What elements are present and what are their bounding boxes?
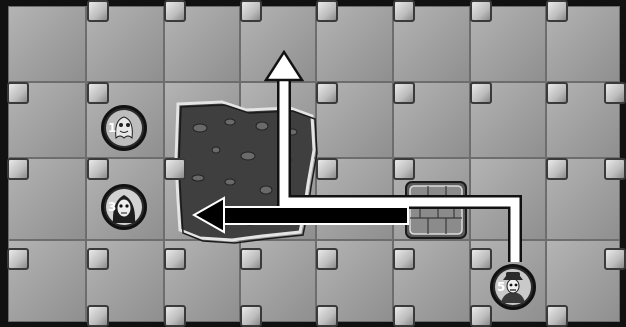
token-number: 1 [108,121,116,135]
character-token-5[interactable]: 5 [490,264,536,310]
token-number: 5 [497,280,505,294]
character-token-3[interactable]: 3 [101,184,147,230]
character-token-1[interactable]: 1 [101,105,147,151]
token-number: 3 [108,200,116,214]
